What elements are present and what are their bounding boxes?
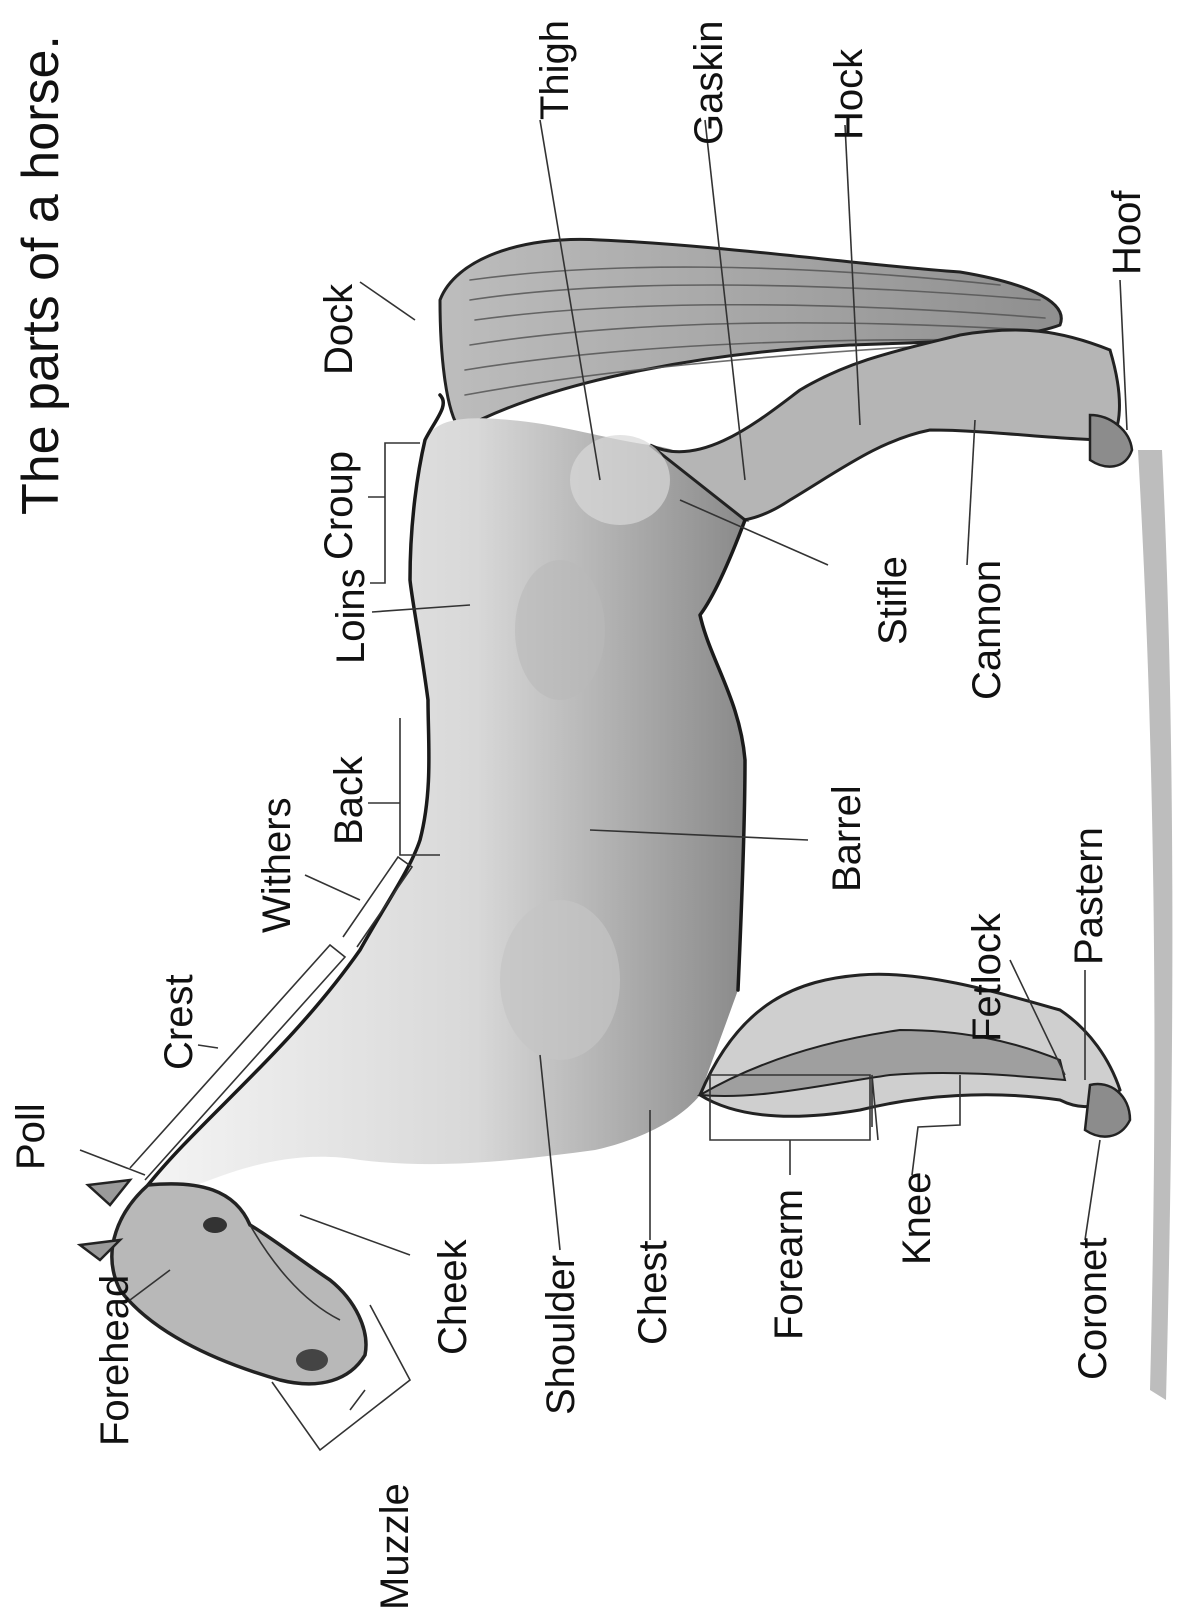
label-loins: Loins [329,568,373,664]
label-gaskin: Gaskin [687,21,731,146]
horse-body-illustration [148,330,1132,1189]
label-thigh: Thigh [533,20,577,120]
label-dock: Dock [317,283,361,375]
label-forearm: Forearm [767,1189,811,1340]
label-forehead: Forehead [93,1275,137,1446]
label-hock: Hock [827,48,871,140]
label-fetlock: Fetlock [965,912,1009,1042]
label-croup: Croup [317,451,361,560]
label-withers: Withers [255,797,299,933]
label-poll: Poll [9,1103,53,1170]
label-stifle: Stifle [871,556,915,645]
label-cheek: Cheek [431,1238,475,1355]
label-coronet: Coronet [1071,1238,1115,1380]
label-knee: Knee [895,1172,939,1265]
label-pastern: Pastern [1067,827,1111,965]
label-hoof: Hoof [1105,190,1149,275]
label-muzzle: Muzzle [373,1483,417,1610]
diagram-title: The parts of a horse. [12,35,70,515]
label-barrel: Barrel [825,785,869,892]
ground-shadow [1138,450,1172,1400]
label-shoulder: Shoulder [539,1255,583,1415]
label-chest: Chest [631,1241,675,1346]
label-cannon: Cannon [965,560,1009,700]
label-back: Back [327,755,371,845]
label-crest: Crest [157,974,201,1070]
